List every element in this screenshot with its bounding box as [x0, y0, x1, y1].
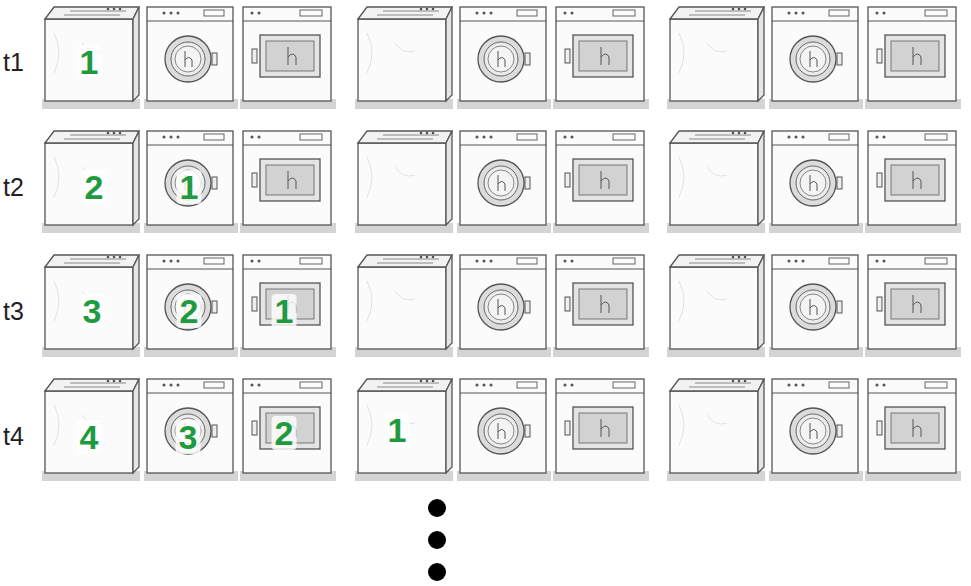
time-label: t1	[3, 50, 24, 75]
time-label: t4	[3, 424, 24, 449]
load-number: 2	[177, 294, 202, 328]
load-number: 1	[77, 45, 102, 79]
load-number: 2	[82, 170, 107, 204]
load-number: 3	[176, 420, 201, 454]
time-label: t2	[3, 175, 24, 200]
time-label: t3	[3, 299, 24, 324]
load-number: 1	[272, 294, 297, 328]
load-number: 1	[385, 413, 410, 447]
load-number: 1	[177, 170, 202, 204]
load-number: 2	[272, 416, 297, 450]
load-number: 4	[77, 420, 102, 454]
load-number: 3	[80, 294, 105, 328]
